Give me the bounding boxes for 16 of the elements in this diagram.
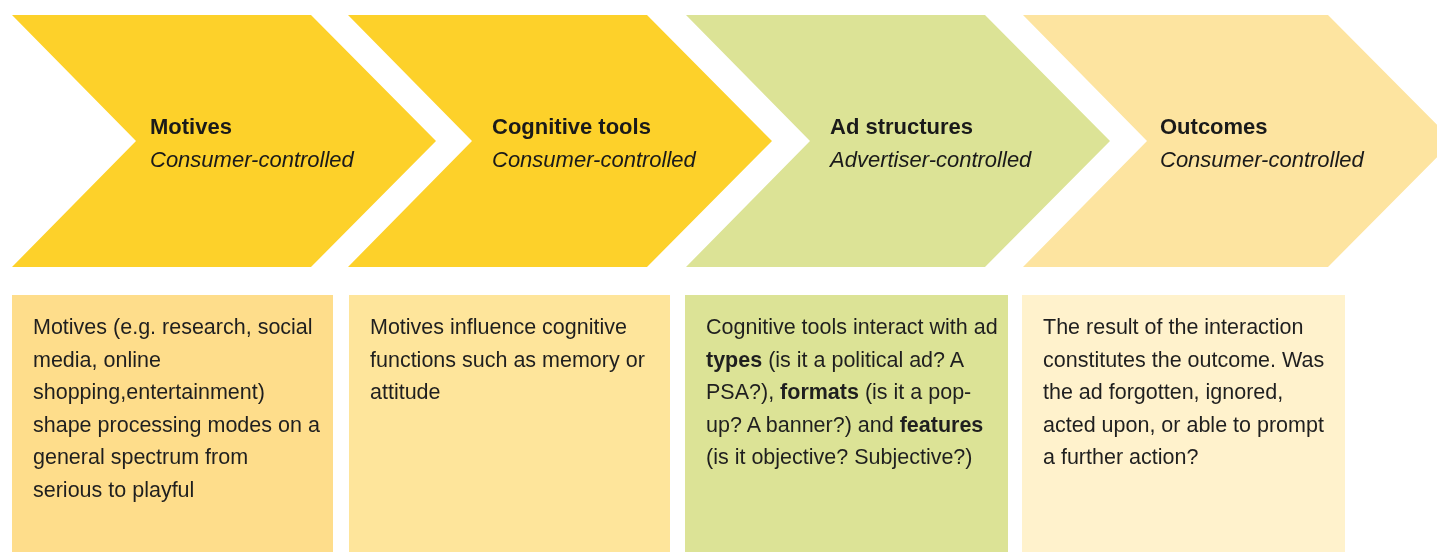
description-panel: [349, 295, 670, 552]
description-panel: [1022, 295, 1345, 552]
stage-subtitle: Consumer-controlled: [150, 146, 354, 174]
description-text: The result of the interaction constitutes the outcome. Was the ad forgotten, ignored, acted upon, or able to prompt a further action?: [1043, 314, 1326, 471]
stage-title: Outcomes: [1160, 113, 1269, 141]
stage-title: Cognitive tools: [492, 113, 652, 141]
description-text: Motives (e.g. research, social media, online shopping,entertainment) shape processing modes on a general spectrum from serious to playful: [33, 314, 321, 504]
stage-subtitle: Advertiser-controlled: [830, 146, 1032, 174]
stage-subtitle: Consumer-controlled: [1160, 146, 1364, 174]
stage-title: Ad structures: [830, 113, 975, 141]
description-text: Motives influence cognitive functions such as memory or attitude: [370, 314, 646, 406]
stage-subtitle: Consumer-controlled: [492, 146, 696, 174]
description-panel: [685, 295, 1008, 552]
description-text: Cognitive tools interact with ad types (is it a political ad? A PSA?), formats (is it a pop-up? A banner?) and features (is it objective? Subjective?): [706, 314, 998, 471]
stage-title: Motives: [150, 113, 233, 141]
description-panel: [12, 295, 333, 552]
